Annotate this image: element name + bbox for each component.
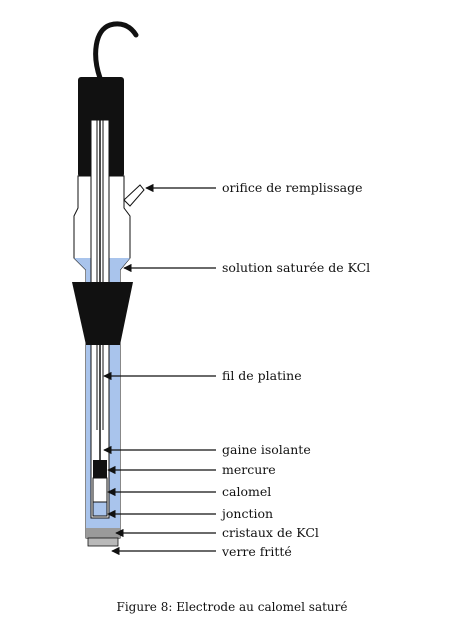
cable — [93, 21, 139, 81]
label-gaine: gaine isolante — [222, 442, 311, 457]
junction — [92, 501, 108, 517]
kcl-crystals — [86, 528, 120, 538]
label-verre: verre fritté — [221, 544, 292, 559]
filling-port — [123, 184, 145, 207]
mercury — [93, 460, 107, 478]
figure-caption: Figure 8: Electrode au calomel saturé — [117, 600, 348, 614]
fritted-glass — [87, 537, 119, 547]
label-fil: fil de platine — [222, 368, 302, 383]
black-cone — [72, 282, 133, 345]
label-cristaux: cristaux de KCl — [222, 525, 319, 540]
label-calomel: calomel — [222, 484, 271, 499]
label-orifice: orifice de remplissage — [222, 180, 363, 195]
label-mercure: mercure — [222, 462, 276, 477]
label-jonction: jonction — [220, 506, 273, 521]
calomel — [92, 477, 108, 503]
label-solution: solution saturée de KCl — [222, 260, 370, 275]
